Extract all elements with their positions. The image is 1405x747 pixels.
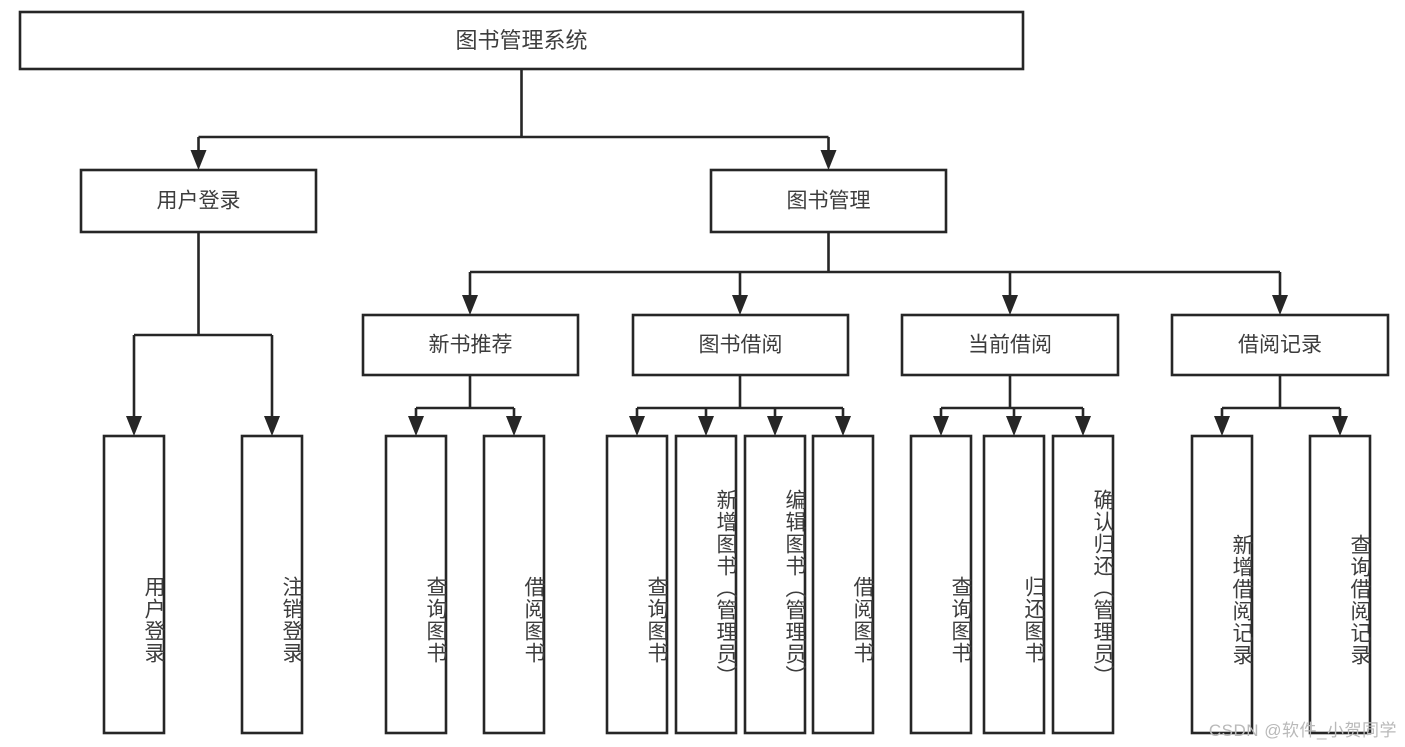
node-root-label: 图书管理系统 (455, 28, 587, 53)
leaf-box-query-book-a[interactable] (384, 434, 448, 735)
node-book-management-label: 图书管理 (787, 190, 871, 213)
arrow-head-to-add-record (1214, 416, 1230, 436)
node-book-management[interactable]: 图书管理 (709, 168, 948, 234)
edge-borrow-bus (635, 375, 845, 418)
arrow-head-to-query-record (1332, 416, 1348, 436)
node-new-book-recommend[interactable]: 新书推荐 (361, 313, 580, 377)
arrow-head-to-user-login (190, 150, 207, 170)
leaf-box-query-record[interactable] (1308, 434, 1372, 735)
node-borrow-records[interactable]: 借阅记录 (1170, 313, 1390, 377)
edge-book-mgmt-bus (468, 232, 1282, 297)
arrow-head-to-book-mgmt (820, 150, 837, 170)
arrow-head-to-logout-leaf (264, 416, 280, 436)
arrow-head-to-query-book-c (933, 416, 949, 436)
arrow-head-to-current (1002, 295, 1018, 315)
node-layer: 图书管理系统 用户登录 图书管理 新书推荐 图书借阅 当前 (18, 10, 1390, 735)
leaf-box-user-login[interactable] (102, 434, 166, 735)
csdn-watermark: CSDN @软件_小贺同学 (1208, 721, 1397, 740)
arrow-head-to-query-book-b (629, 416, 645, 436)
node-book-borrow-label: 图书借阅 (699, 334, 783, 357)
arrow-head-to-query-book-a (408, 416, 424, 436)
edge-root-bus (197, 69, 830, 152)
edge-layer (126, 69, 1348, 436)
leaf-box-query-book-b[interactable] (605, 434, 669, 735)
arrow-head-to-borrow-book-b (835, 416, 851, 436)
node-root[interactable]: 图书管理系统 (18, 10, 1025, 71)
arrow-head-to-borrow (732, 295, 748, 315)
leaf-box-borrow-book-b[interactable] (811, 434, 875, 735)
arrow-head-to-add-book (698, 416, 714, 436)
node-user-login[interactable]: 用户登录 (79, 168, 318, 234)
leaf-box-add-book[interactable] (674, 434, 738, 735)
leaf-box-add-record[interactable] (1190, 434, 1254, 735)
edge-current-bus (939, 375, 1085, 418)
leaf-box-edit-book[interactable] (743, 434, 807, 735)
arrow-head-to-confirm-return (1075, 416, 1091, 436)
arrow-head-to-new-rec (462, 295, 478, 315)
node-new-book-recommend-label: 新书推荐 (429, 334, 513, 357)
leaf-box-return-book[interactable] (982, 434, 1046, 735)
leaf-box-query-book-c[interactable] (909, 434, 973, 735)
arrow-head-to-user-login-leaf (126, 416, 142, 436)
edge-records-bus (1220, 375, 1342, 418)
arrow-head-to-edit-book (767, 416, 783, 436)
edge-new-rec-bus (414, 375, 516, 418)
node-book-borrow[interactable]: 图书借阅 (631, 313, 850, 377)
node-current-borrow-label: 当前借阅 (968, 334, 1052, 357)
arrow-head-to-borrow-book-a (506, 416, 522, 436)
arrow-head-to-records (1272, 295, 1288, 315)
edge-user-login-bus (132, 232, 274, 418)
leaf-box-logout[interactable] (240, 434, 304, 735)
node-current-borrow[interactable]: 当前借阅 (900, 313, 1120, 377)
node-borrow-records-label: 借阅记录 (1238, 334, 1322, 357)
arrow-head-to-return-book (1006, 416, 1022, 436)
leaf-box-confirm-return[interactable] (1051, 434, 1115, 735)
node-user-login-label: 用户登录 (157, 190, 241, 213)
leaf-box-borrow-book-a[interactable] (482, 434, 546, 735)
